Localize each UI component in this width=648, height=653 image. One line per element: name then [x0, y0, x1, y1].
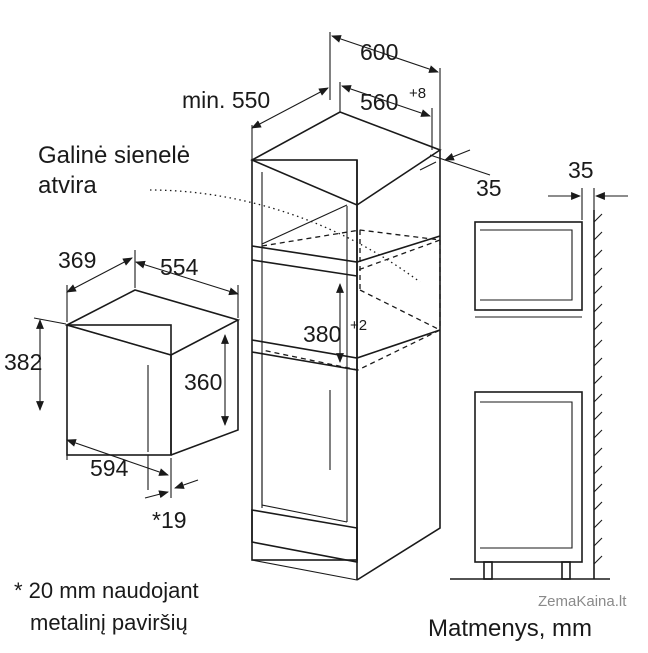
shelf-lower [251, 329, 441, 359]
footnote-line1: * 20 mm naudojant [14, 578, 199, 603]
dim-35-rear-line [429, 154, 491, 176]
dim-369: 369 [58, 247, 96, 273]
dim-600-line [331, 35, 439, 73]
niche-rear-dashed-upper [261, 229, 441, 271]
dim-560: 560 [360, 89, 398, 115]
dim-560-line [341, 85, 431, 117]
dim-19: *19 [152, 507, 187, 533]
oven-top [64, 289, 241, 356]
dim-594: 594 [90, 455, 129, 481]
dim-360: 360 [184, 369, 222, 395]
cabinet-front [251, 159, 358, 561]
dim-550-line [251, 87, 329, 129]
dim-554: 554 [160, 254, 199, 280]
dim-594-line [66, 439, 169, 476]
cabinet-side [356, 150, 441, 581]
dim-554-line [135, 260, 239, 296]
rear-wall-label-line1: Galinė sienelė [38, 142, 190, 169]
dim-35-rear: 35 [476, 175, 502, 201]
watermark: ZemaKaina.lt [538, 593, 627, 610]
dim-560-tol: +8 [409, 85, 426, 102]
rear-wall-label-line2: atvira [38, 172, 97, 199]
dim-35-side: 35 [568, 157, 594, 183]
dim-min-550: min. 550 [182, 87, 270, 113]
shelf-middle [251, 259, 358, 277]
cabinet-plinth [251, 509, 358, 563]
side-lower-unit [474, 391, 583, 563]
oven-side [170, 320, 239, 456]
oven-dimensions [33, 250, 239, 499]
oven-front [66, 324, 172, 456]
units-label: Matmenys, mm [428, 615, 592, 642]
dim-380-tol: +2 [350, 317, 367, 334]
footnote-line2: metalinį paviršių [30, 610, 188, 635]
shelf-upper [251, 235, 441, 263]
side-view [450, 188, 628, 580]
dim-369-line [66, 257, 133, 293]
dim-382: 382 [4, 349, 42, 375]
niche-rear-dashed-lower [261, 289, 442, 371]
side-upper-unit [474, 221, 583, 311]
cabinet-dimensions [251, 32, 491, 363]
tall-cabinet [149, 111, 442, 581]
cabinet-top [250, 111, 442, 206]
dim-600: 600 [360, 39, 398, 65]
dim-380: 380 [303, 321, 341, 347]
